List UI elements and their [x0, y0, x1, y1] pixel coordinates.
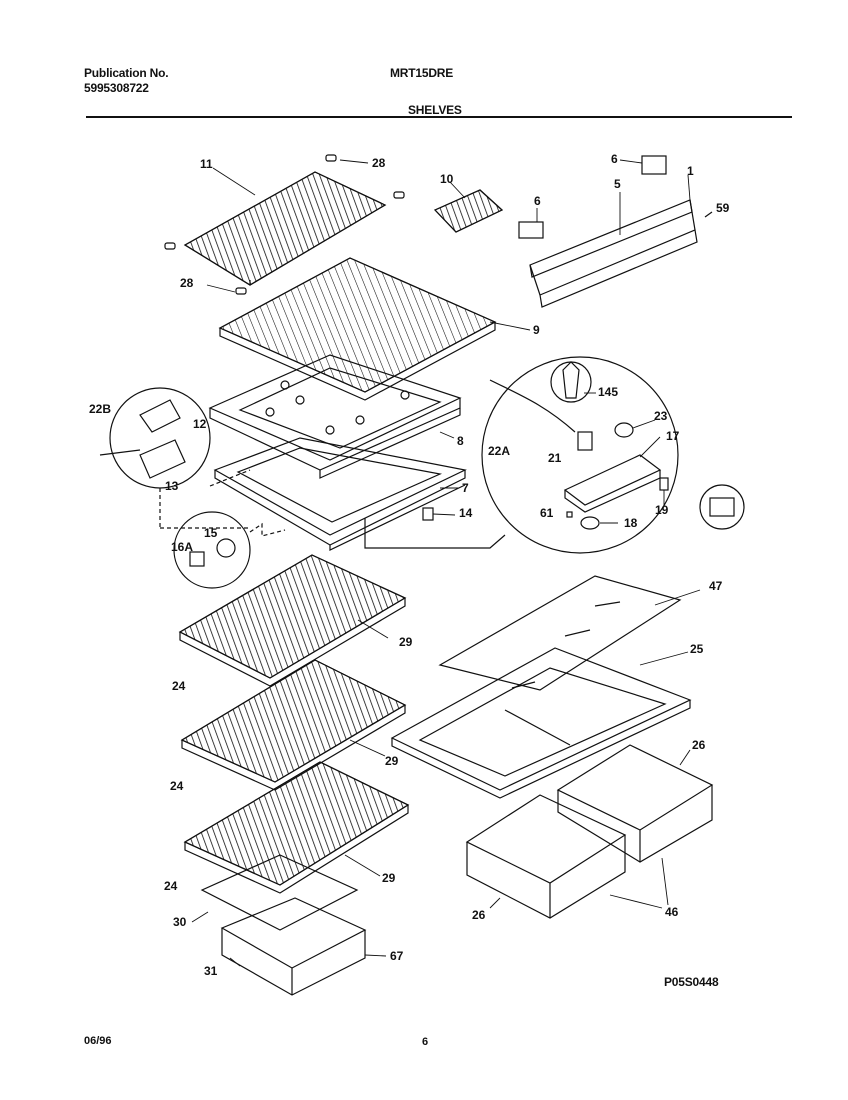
glass-cover-47 [438, 575, 682, 691]
model-number: MRT15DRE [390, 66, 454, 80]
knob-18 [580, 516, 600, 530]
capillary-22A [489, 379, 576, 433]
wire-shelf-3 [183, 761, 410, 894]
detail-circle-145 [550, 361, 592, 403]
callout-16A: 16A [171, 540, 193, 554]
publication-label: Publication No. [84, 66, 169, 80]
pin-28-d [235, 287, 247, 295]
part-23 [614, 422, 634, 438]
callout-24-c: 24 [164, 879, 178, 893]
control-housing-17 [563, 454, 662, 506]
callout-59: 59 [716, 201, 730, 215]
callout-26-b: 26 [472, 908, 486, 922]
part-14 [422, 507, 434, 521]
callout-11: 11 [200, 157, 213, 171]
pin-28-b [393, 191, 405, 199]
diagram-code: P05S0448 [664, 975, 719, 989]
pan-31-sides [221, 928, 366, 996]
callout-30: 30 [173, 915, 187, 929]
callout-6-b: 6 [611, 152, 618, 166]
callout-5: 5 [614, 177, 621, 191]
callout-61: 61 [540, 506, 554, 520]
crisper-drawer-left [465, 794, 627, 919]
part-12 [139, 399, 181, 433]
callout-145: 145 [598, 385, 618, 399]
part-13 [139, 439, 186, 479]
callout-10: 10 [440, 172, 454, 186]
trim-1 [539, 229, 698, 308]
screw-59 [704, 211, 713, 218]
callout-8: 8 [457, 434, 464, 448]
callout-7: 7 [462, 481, 469, 495]
callout-31: 31 [204, 964, 218, 978]
part-21 [577, 431, 593, 451]
detail-circle-control [481, 356, 679, 554]
callout-1: 1 [687, 164, 694, 178]
callout-22A: 22A [488, 444, 510, 458]
callout-29-b: 29 [385, 754, 399, 768]
bulb-15 [216, 538, 236, 558]
part-19 [659, 477, 669, 491]
section-title: SHELVES [408, 103, 462, 117]
socket-16A [189, 551, 205, 567]
callout-15: 15 [204, 526, 218, 540]
switch-detail [709, 497, 735, 517]
callout-14: 14 [459, 506, 473, 520]
callout-24-a: 24 [172, 679, 186, 693]
callout-22B: 22B [89, 402, 111, 416]
callout-47: 47 [709, 579, 723, 593]
wire-shelf-2 [180, 659, 407, 791]
callout-18: 18 [624, 516, 638, 530]
wire-shelf-1 [178, 554, 407, 687]
pan-cover-30 [200, 854, 359, 931]
callout-28-b: 28 [180, 276, 194, 290]
wire-shelf-top [183, 171, 387, 286]
callout-9: 9 [533, 323, 540, 337]
screw-61 [566, 511, 573, 518]
pin-28-c [164, 242, 176, 250]
callout-23: 23 [654, 409, 668, 423]
callout-67: 67 [390, 949, 404, 963]
crisper-drawer-right [556, 744, 714, 863]
lower-frame [213, 437, 467, 551]
callout-12: 12 [193, 417, 207, 431]
callout-24-b: 24 [170, 779, 184, 793]
bracket-6b [641, 155, 667, 175]
callout-17: 17 [666, 429, 680, 443]
callout-25: 25 [690, 642, 704, 656]
callout-28-a: 28 [372, 156, 386, 170]
detail-circle-light [173, 511, 251, 589]
shelf-frame [208, 354, 462, 479]
detail-circle-19 [699, 484, 745, 530]
bracket-6a [518, 221, 544, 239]
callout-26-a: 26 [692, 738, 706, 752]
callout-19: 19 [655, 503, 669, 517]
callout-13: 13 [165, 479, 179, 493]
callout-46: 46 [665, 905, 679, 919]
footer-page: 6 [422, 1036, 429, 1048]
crisper-cover-shelf [218, 257, 497, 401]
callout-29-a: 29 [399, 635, 413, 649]
part-145 [562, 361, 580, 399]
pan-31 [220, 897, 367, 969]
callout-29-c: 29 [382, 871, 396, 885]
crisper-frame-25 [390, 647, 692, 791]
header-rule [86, 116, 792, 118]
pin-28-a [325, 154, 337, 162]
publication-number: 5995308722 [84, 81, 149, 95]
callout-6-a: 6 [534, 194, 541, 208]
footer-date: 06/96 [84, 1035, 112, 1047]
callout-21: 21 [548, 451, 562, 465]
